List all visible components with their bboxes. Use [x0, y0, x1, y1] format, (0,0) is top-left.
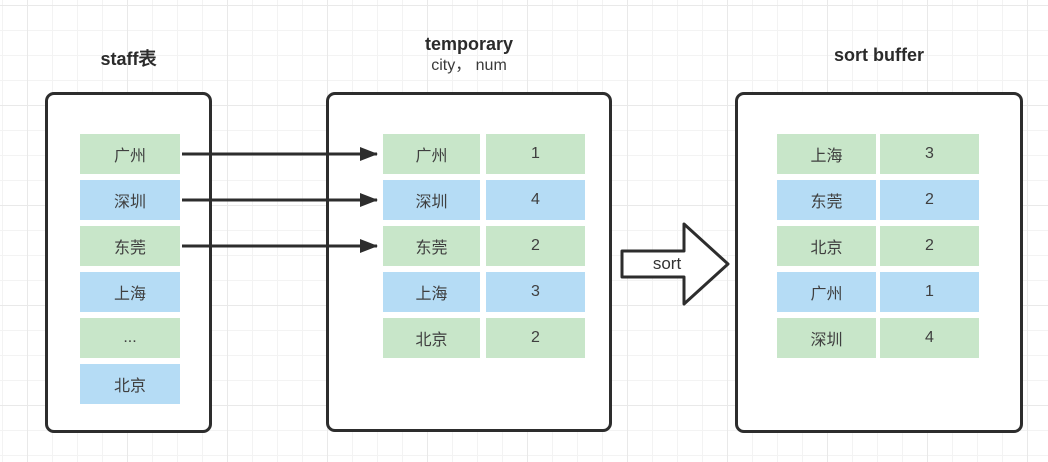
sort-buffer-box: 上海 3 东莞 2 北京: [735, 92, 1023, 433]
sort-buffer-title: sort buffer: [834, 45, 924, 65]
staff-city-label: 广州: [113, 148, 146, 165]
staff-table-row: 上海: [80, 272, 180, 312]
sort-buffer-row: 北京 2: [777, 226, 979, 266]
sort-buffer-city-cell: 东莞: [777, 180, 876, 220]
sort-buffer-city-cell: 广州: [777, 272, 876, 312]
staff-city-cell: 广州: [80, 134, 180, 174]
sort-buffer-num-cell: 1: [880, 272, 979, 312]
sort-buffer-city-label: 深圳: [810, 332, 843, 349]
sort-buffer-city-label: 北京: [810, 240, 843, 257]
sort-buffer-row: 广州 1: [777, 272, 979, 312]
staff-table-box: 广州 深圳 东莞 上海: [45, 92, 212, 433]
temporary-row: 深圳 4: [383, 180, 585, 220]
staff-city-label: 北京: [113, 378, 146, 395]
temporary-num-label: 2: [531, 329, 540, 346]
temporary-num-label: 1: [531, 145, 540, 162]
staff-table-row: 深圳: [80, 180, 180, 220]
sort-buffer-city-cell: 上海: [777, 134, 876, 174]
staff-table-row: ...: [80, 318, 180, 358]
staff-table-title: staff表: [100, 49, 157, 69]
sort-buffer-num-label: 2: [925, 237, 934, 254]
sort-buffer-rows: 上海 3 东莞 2 北京: [777, 134, 979, 358]
sort-buffer-num-label: 3: [925, 145, 934, 162]
temporary-city-cell: 深圳: [383, 180, 480, 220]
staff-city-cell: ...: [80, 318, 180, 358]
temporary-num-cell: 3: [486, 272, 585, 312]
staff-city-label: 上海: [113, 286, 146, 303]
temporary-title-group: temporary city， num: [326, 33, 612, 76]
sort-buffer-num-label: 1: [925, 283, 934, 300]
sort-buffer-row: 东莞 2: [777, 180, 979, 220]
staff-city-cell: 北京: [80, 364, 180, 404]
sort-buffer-num-label: 4: [925, 329, 934, 346]
temporary-num-label: 4: [531, 191, 540, 208]
sort-arrow-label: sort: [652, 254, 682, 273]
temporary-city-label: 广州: [415, 148, 448, 165]
temporary-num-label: 2: [531, 237, 540, 254]
temporary-box: 广州 1 深圳 4 东莞: [326, 92, 612, 432]
temporary-num-cell: 1: [486, 134, 585, 174]
sort-buffer-num-cell: 4: [880, 318, 979, 358]
sort-buffer-row: 深圳 4: [777, 318, 979, 358]
sort-buffer-city-label: 广州: [810, 286, 843, 303]
sort-buffer-city-cell: 深圳: [777, 318, 876, 358]
sort-buffer-row: 上海 3: [777, 134, 979, 174]
sort-buffer-num-cell: 2: [880, 226, 979, 266]
staff-city-label: 东莞: [113, 240, 146, 257]
temporary-row: 东莞 2: [383, 226, 585, 266]
sort-buffer-num-label: 2: [925, 191, 934, 208]
temporary-num-cell: 2: [486, 226, 585, 266]
temporary-city-label: 上海: [415, 286, 448, 303]
staff-table-rows: 广州 深圳 东莞 上海: [80, 134, 180, 404]
staff-city-cell: 上海: [80, 272, 180, 312]
temporary-city-cell: 上海: [383, 272, 480, 312]
sort-buffer-num-cell: 3: [880, 134, 979, 174]
temporary-city-cell: 东莞: [383, 226, 480, 266]
temporary-num-cell: 4: [486, 180, 585, 220]
temporary-row: 广州 1: [383, 134, 585, 174]
temporary-num-label: 3: [531, 283, 540, 300]
temporary-row: 北京 2: [383, 318, 585, 358]
staff-table-row: 北京: [80, 364, 180, 404]
temporary-num-cell: 2: [486, 318, 585, 358]
temporary-table-subtitle: city， num: [431, 57, 507, 74]
staff-table-row: 东莞: [80, 226, 180, 266]
sort-buffer-city-cell: 北京: [777, 226, 876, 266]
staff-city-cell: 深圳: [80, 180, 180, 220]
temporary-city-cell: 北京: [383, 318, 480, 358]
temporary-row: 上海 3: [383, 272, 585, 312]
temporary-city-label: 深圳: [415, 194, 448, 211]
temporary-city-cell: 广州: [383, 134, 480, 174]
staff-table-row: 广州: [80, 134, 180, 174]
temporary-city-label: 东莞: [415, 240, 448, 257]
temporary-rows: 广州 1 深圳 4 东莞: [383, 134, 585, 358]
staff-city-label: 深圳: [113, 194, 146, 211]
sort-buffer-num-cell: 2: [880, 180, 979, 220]
staff-city-cell: 东莞: [80, 226, 180, 266]
sort-buffer-city-label: 上海: [810, 148, 843, 165]
staff-city-label: ...: [123, 329, 137, 346]
temporary-table-title: temporary: [424, 34, 514, 54]
sort-buffer-city-label: 东莞: [810, 194, 843, 211]
temporary-city-label: 北京: [415, 332, 448, 349]
